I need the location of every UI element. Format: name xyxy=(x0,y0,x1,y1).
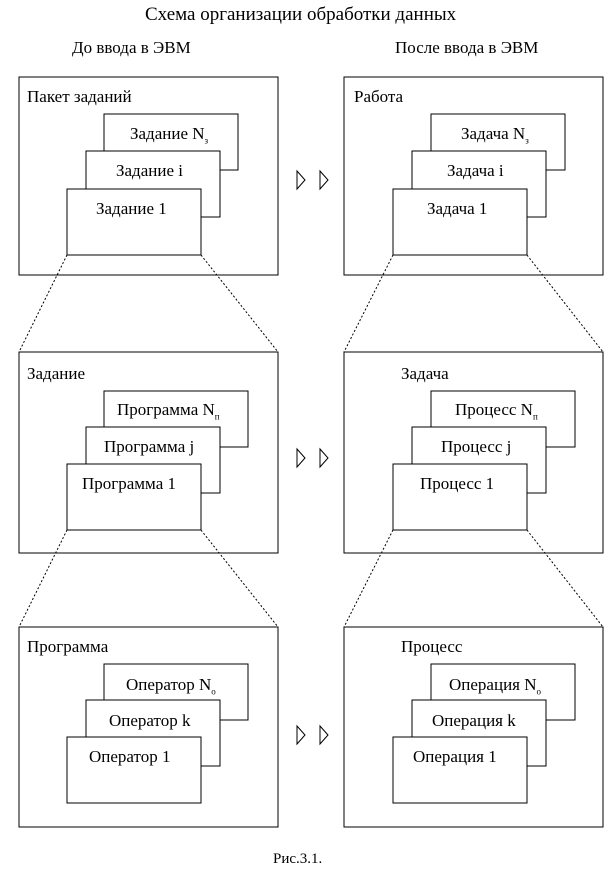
heading-before: До ввода в ЭВМ xyxy=(72,38,191,57)
card-front-label-right-2: Процесс 1 xyxy=(420,474,495,493)
subscript-left-2: п xyxy=(214,411,220,422)
card-front-right-1 xyxy=(392,188,528,256)
panel-label-left-1: Пакет заданий xyxy=(27,87,132,106)
row-3 xyxy=(18,626,604,828)
card-front-right-3 xyxy=(392,736,528,804)
arrow-head-2b xyxy=(319,447,329,469)
card-middle-label-left-3: Оператор k xyxy=(109,711,191,730)
card-middle-label-right-2: Процесс j xyxy=(441,437,512,456)
card-front-label-left-3: Оператор 1 xyxy=(89,747,171,766)
card-front-left-3 xyxy=(66,736,202,804)
arrow-3 xyxy=(296,724,329,746)
card-front-label-left-1: Задание 1 xyxy=(96,199,167,218)
subscript-right-2: п xyxy=(532,411,538,422)
subscript-left-1: з xyxy=(204,135,209,146)
arrow-head-3b xyxy=(319,724,329,746)
subscript-right-1: з xyxy=(525,135,529,146)
diagram-title: Схема организации обработки данных xyxy=(145,4,457,25)
zoom-lines-1 xyxy=(18,254,604,353)
card-middle-label-right-1: Задача i xyxy=(447,161,504,180)
subscript-left-3: о xyxy=(211,686,216,697)
card-front-left-1 xyxy=(66,188,202,256)
card-back-label-right-1: Задача Nз xyxy=(461,124,529,146)
arrow-head-1b xyxy=(319,169,329,191)
card-back-label-left-2: Программа Nп xyxy=(117,400,220,422)
panel-label-right-1: Работа xyxy=(354,87,404,106)
panel-label-right-3: Процесс xyxy=(401,637,463,656)
card-middle-label-left-1: Задание i xyxy=(116,161,183,180)
card-front-left-2 xyxy=(66,463,202,531)
arrow-head-2a xyxy=(296,447,306,469)
arrow-head-3a xyxy=(296,724,306,746)
arrow-2 xyxy=(296,447,329,469)
zoom-lines-2 xyxy=(18,529,604,628)
panel-label-left-3: Программа xyxy=(27,637,109,656)
card-back-label-right-2: Процесс Nп xyxy=(455,400,538,422)
row-2 xyxy=(18,351,604,554)
subscript-right-3: о xyxy=(536,686,542,697)
panel-label-right-2: Задача xyxy=(401,364,449,383)
card-middle-label-right-3: Операция k xyxy=(432,711,516,730)
panel-label-left-2: Задание xyxy=(27,364,85,383)
arrow-1 xyxy=(296,169,329,191)
card-back-label-left-3: Оператор Nо xyxy=(126,675,216,697)
card-front-label-right-1: Задача 1 xyxy=(427,199,488,218)
card-middle-label-left-2: Программа j xyxy=(104,437,195,456)
card-back-label-right-3: Операция Nо xyxy=(449,675,542,697)
card-back-label-left-1: Задание Nз xyxy=(130,124,209,146)
figure-caption: Рис.3.1. xyxy=(273,851,323,867)
arrow-head-1a xyxy=(296,169,306,191)
heading-after: После ввода в ЭВМ xyxy=(395,38,539,57)
row-1 xyxy=(18,76,604,276)
card-front-label-right-3: Операция 1 xyxy=(413,747,497,766)
card-front-right-2 xyxy=(392,463,528,531)
card-front-label-left-2: Программа 1 xyxy=(82,474,176,493)
